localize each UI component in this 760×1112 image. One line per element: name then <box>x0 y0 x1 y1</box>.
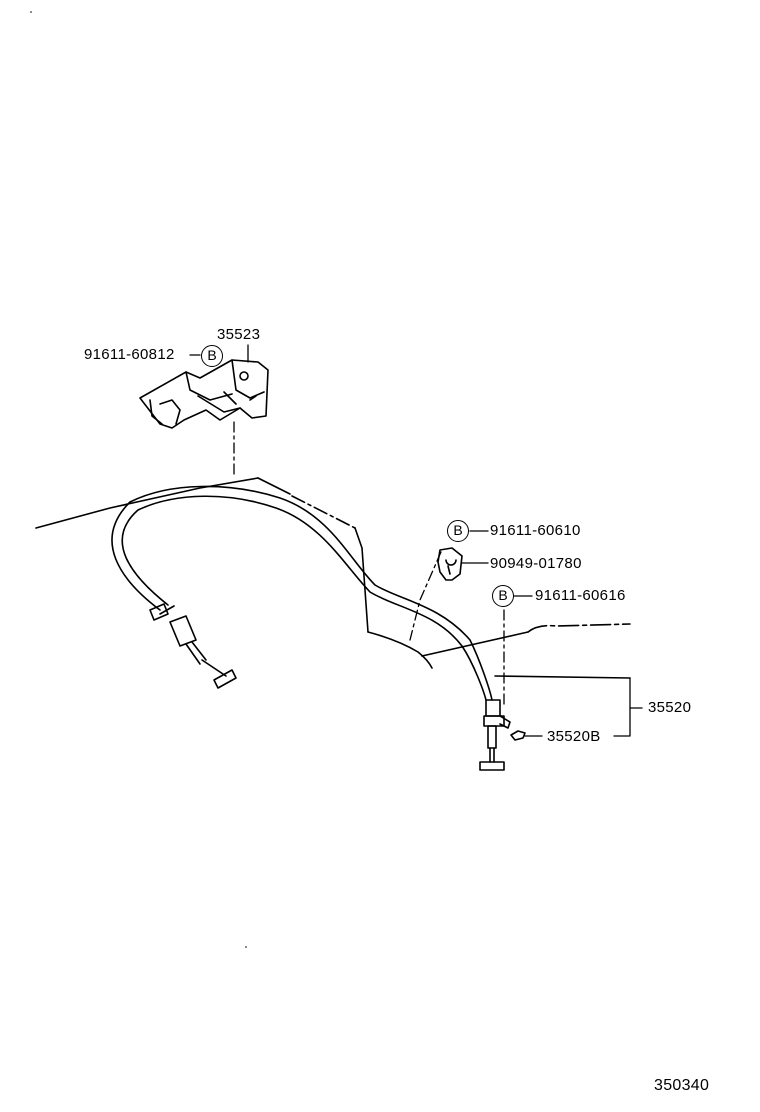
part-label-91611-60616: 91611-60616 <box>535 587 626 604</box>
cable-35520 <box>111 485 511 771</box>
clamp-90949-01780 <box>437 547 463 581</box>
part-label-35523: 35523 <box>217 326 261 343</box>
part-label-35520: 35520 <box>648 699 692 716</box>
clip-35520b <box>510 730 526 741</box>
leader-lines <box>189 344 643 737</box>
body-outline <box>35 477 631 679</box>
bolt-marker-b: B <box>447 520 469 542</box>
part-label-91611-60610: 91611-60610 <box>490 522 581 539</box>
speck <box>30 11 32 13</box>
catalog-number: 350340 <box>654 1077 710 1094</box>
part-label-91611-60812: 91611-60812 <box>84 346 175 363</box>
part-label-35520b: 35520B <box>547 728 601 745</box>
speck <box>245 946 247 948</box>
part-label-90949-01780: 90949-01780 <box>490 555 582 572</box>
bracket-35523 <box>139 359 269 429</box>
bolt-marker-b: B <box>492 585 514 607</box>
bolt-marker-b: B <box>201 345 223 367</box>
